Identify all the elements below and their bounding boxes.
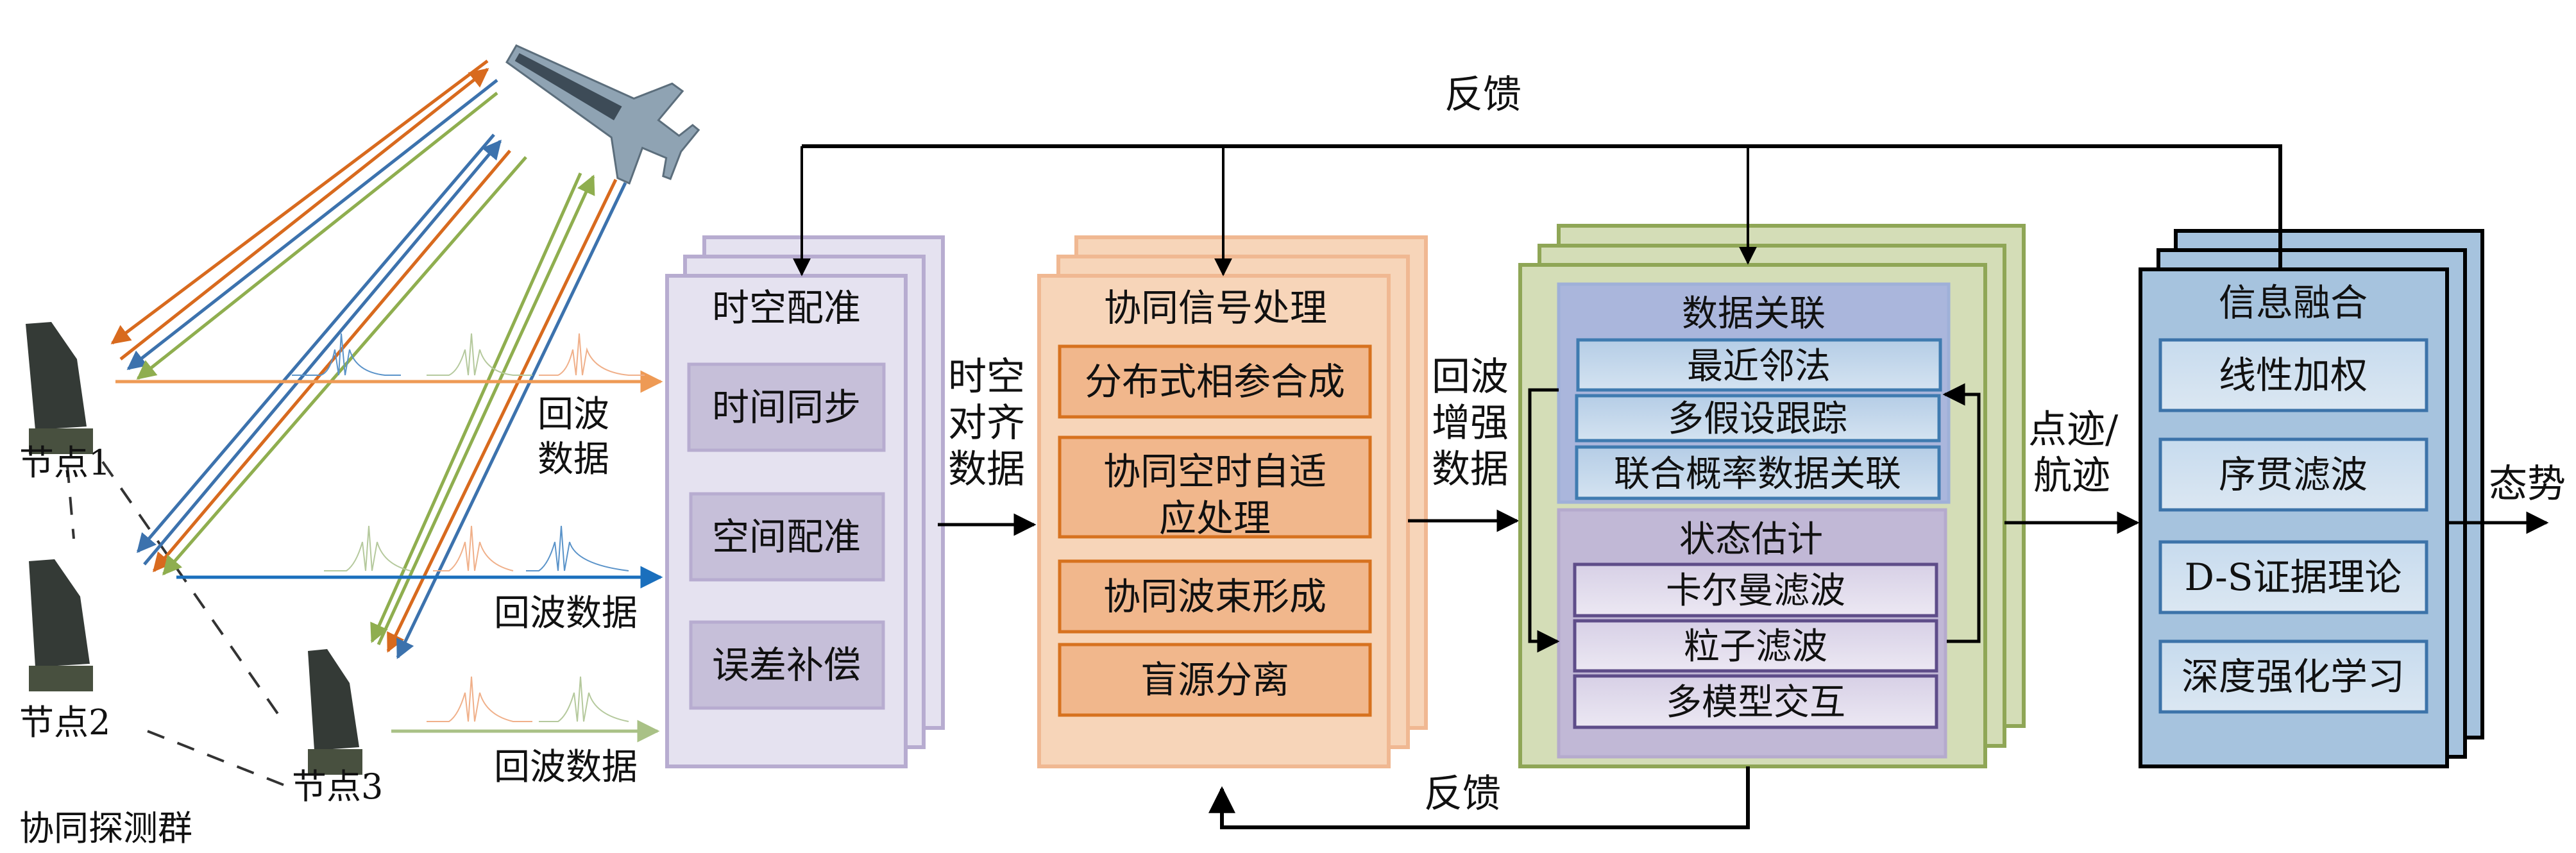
svg-text:增强: 增强 [1432,401,1509,446]
data-association-panel: 数据关联 最近邻法 多假设跟踪 联合概率数据关联 [1557,282,1951,504]
echo-label-1-line-2: 数据 [538,439,609,480]
state-item[interactable]: 多模型交互 [1573,674,1938,729]
ray-orange [110,60,489,344]
ray-green [370,172,582,643]
svg-text:深度强化学习: 深度强化学习 [2182,655,2405,698]
svg-text:误差补偿: 误差补偿 [712,643,861,687]
information-fusion-block[interactable]: 信息融合 线性加权 序贯滤波 D-S证据理论 深度强化学习 [2139,229,2484,768]
svg-text:数据关联: 数据关联 [1682,293,1826,335]
svg-text:航迹: 航迹 [2033,453,2110,498]
svg-text:多假设跟踪: 多假设跟踪 [1668,398,1847,440]
registration-item[interactable]: 时间同步 [687,362,886,452]
svg-text:D-S证据理论: D-S证据理论 [2185,555,2402,599]
svg-text:数据: 数据 [1432,447,1509,492]
svg-text:点迹/: 点迹/ [2028,407,2119,452]
ray-orange [386,178,618,653]
node-1-label: 节点1 [19,443,110,483]
svg-text:协同空时自适: 协同空时自适 [1103,450,1326,493]
collaborative-sensing-group: 节点1 节点2 节点3 协同探测群 回波 数据 回波数据 回波数据 [19,44,700,849]
fusion-item[interactable]: 深度强化学习 [2158,639,2428,714]
situation-output-arrow: 态势 [2445,462,2566,534]
signal-item[interactable]: 盲源分离 [1058,643,1372,717]
association-item[interactable]: 最近邻法 [1576,338,1942,392]
svg-text:多模型交互: 多模型交互 [1666,682,1845,723]
ray-blue [137,133,495,553]
enhanced-data-arrow: 回波 增强 数据 [1408,355,1520,532]
svg-text:协同波束形成: 协同波束形成 [1103,575,1326,618]
registration-block[interactable]: 时空配准 时间同步 空间配准 误差补偿 [665,235,945,768]
ray-orange [119,68,489,360]
fusion-item[interactable]: 序贯滤波 [2158,437,2428,512]
svg-text:最近邻法: 最近邻法 [1687,346,1831,387]
svg-text:盲源分离: 盲源分离 [1140,658,1289,702]
svg-text:卡尔曼滤波: 卡尔曼滤波 [1666,570,1845,612]
svg-text:时间同步: 时间同步 [712,385,861,429]
echo-label-1-line-1: 回波 [538,394,609,435]
svg-text:态势: 态势 [2489,462,2566,507]
fusion-item[interactable]: D-S证据理论 [2158,540,2428,614]
ray-green [136,92,498,380]
signal-processing-title: 协同信号处理 [1104,286,1327,330]
registration-title: 时空配准 [712,286,861,330]
svg-text:回波: 回波 [1432,355,1509,400]
track-arrow: 点迹/ 航迹 [2004,407,2140,534]
fusion-title: 信息融合 [2219,281,2368,325]
svg-text:状态估计: 状态估计 [1679,519,1823,561]
bottom-feedback-loop: 反馈 [1208,766,1750,829]
association-item[interactable]: 联合概率数据关联 [1575,445,1941,500]
echo-label-2: 回波数据 [494,593,638,634]
radar-node-2-icon [29,559,93,691]
svg-text:对齐: 对齐 [948,401,1025,446]
svg-text:数据: 数据 [948,447,1025,492]
state-item[interactable]: 粒子滤波 [1573,619,1938,673]
top-feedback-loop: 反馈 [793,72,2282,276]
feedback-bottom-label: 反馈 [1424,772,1501,816]
feedback-top-label: 反馈 [1445,72,1521,117]
aligned-data-arrow: 时空 对齐 数据 [938,355,1037,536]
association-item[interactable]: 多假设跟踪 [1575,394,1941,443]
signal-item[interactable]: 分布式相参合成 [1058,344,1372,419]
svg-text:粒子滤波: 粒子滤波 [1684,626,1827,668]
node-link [101,460,287,726]
registration-item[interactable]: 空间配准 [689,492,885,582]
assoc-to-state-arrow [1528,388,1560,653]
echo-waveforms [292,333,645,722]
state-item[interactable]: 卡尔曼滤波 [1573,562,1938,618]
svg-text:序贯滤波: 序贯滤波 [2219,453,2368,496]
signal-item[interactable]: 协同空时自适 应处理 [1058,435,1372,540]
ray-green [377,174,595,646]
ray-blue [126,79,498,370]
aircraft-icon [505,44,700,185]
fusion-item[interactable]: 线性加权 [2158,338,2428,412]
svg-text:应处理: 应处理 [1159,496,1271,540]
radar-node-3-icon [308,649,362,775]
registration-item[interactable]: 误差补偿 [689,620,885,710]
state-to-assoc-arrow [1942,383,1981,643]
svg-text:空间配准: 空间配准 [712,515,861,559]
signal-item[interactable]: 协同波束形成 [1058,559,1372,634]
echo-label-3: 回波数据 [494,747,638,788]
svg-text:分布式相参合成: 分布式相参合成 [1085,360,1345,403]
svg-text:线性加权: 线性加权 [2219,353,2368,397]
radar-node-1-icon [26,322,93,454]
node-link [147,730,286,787]
svg-text:联合概率数据关联: 联合概率数据关联 [1614,453,1901,495]
node-3-label: 节点3 [292,766,383,807]
tracking-block[interactable]: 数据关联 最近邻法 多假设跟踪 联合概率数据关联 状态估计 卡尔曼滤波 [1518,224,2026,768]
state-estimation-panel: 状态估计 卡尔曼滤波 粒子滤波 多模型交互 [1557,508,1947,759]
group-label: 协同探测群 [19,808,192,849]
node-2-label: 节点2 [19,702,110,743]
node-link [66,464,75,539]
signal-processing-block[interactable]: 协同信号处理 分布式相参合成 协同空时自适 应处理 协同波束形成 盲源分离 [1037,235,1428,768]
svg-text:时空: 时空 [948,355,1025,400]
ray-blue [143,139,502,566]
